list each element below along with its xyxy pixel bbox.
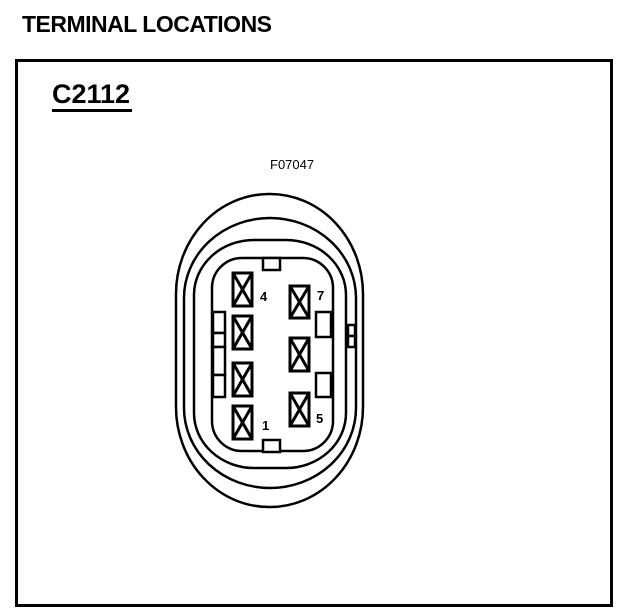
right-tabs: [314, 310, 357, 399]
key-tab-top: [261, 256, 282, 272]
connector-id: C2112: [52, 79, 133, 112]
terminal-5: [288, 391, 311, 428]
left-tabs: [211, 310, 227, 399]
key-tab-bottom: [261, 438, 282, 454]
connector-face: [210, 256, 335, 453]
connector-third-shell: [192, 238, 348, 470]
terminal-2: [231, 361, 254, 398]
terminal-label-7: 7: [317, 288, 324, 303]
terminal-1: [231, 404, 254, 441]
terminal-label-1: 1: [262, 418, 269, 433]
terminals: [231, 271, 311, 441]
page-title: TERMINAL LOCATIONS: [22, 11, 272, 37]
terminal-4: [231, 271, 254, 308]
figure-code: F07047: [270, 157, 315, 172]
connector-outer-shell: [174, 192, 365, 509]
connector-second-shell: [182, 216, 358, 490]
terminal-3: [231, 314, 254, 351]
terminal-label-5: 5: [316, 411, 323, 426]
terminal-7: [288, 284, 311, 320]
diagram-frame: [15, 59, 613, 607]
terminal-label-4: 4: [260, 289, 268, 304]
terminal-6: [288, 336, 311, 373]
